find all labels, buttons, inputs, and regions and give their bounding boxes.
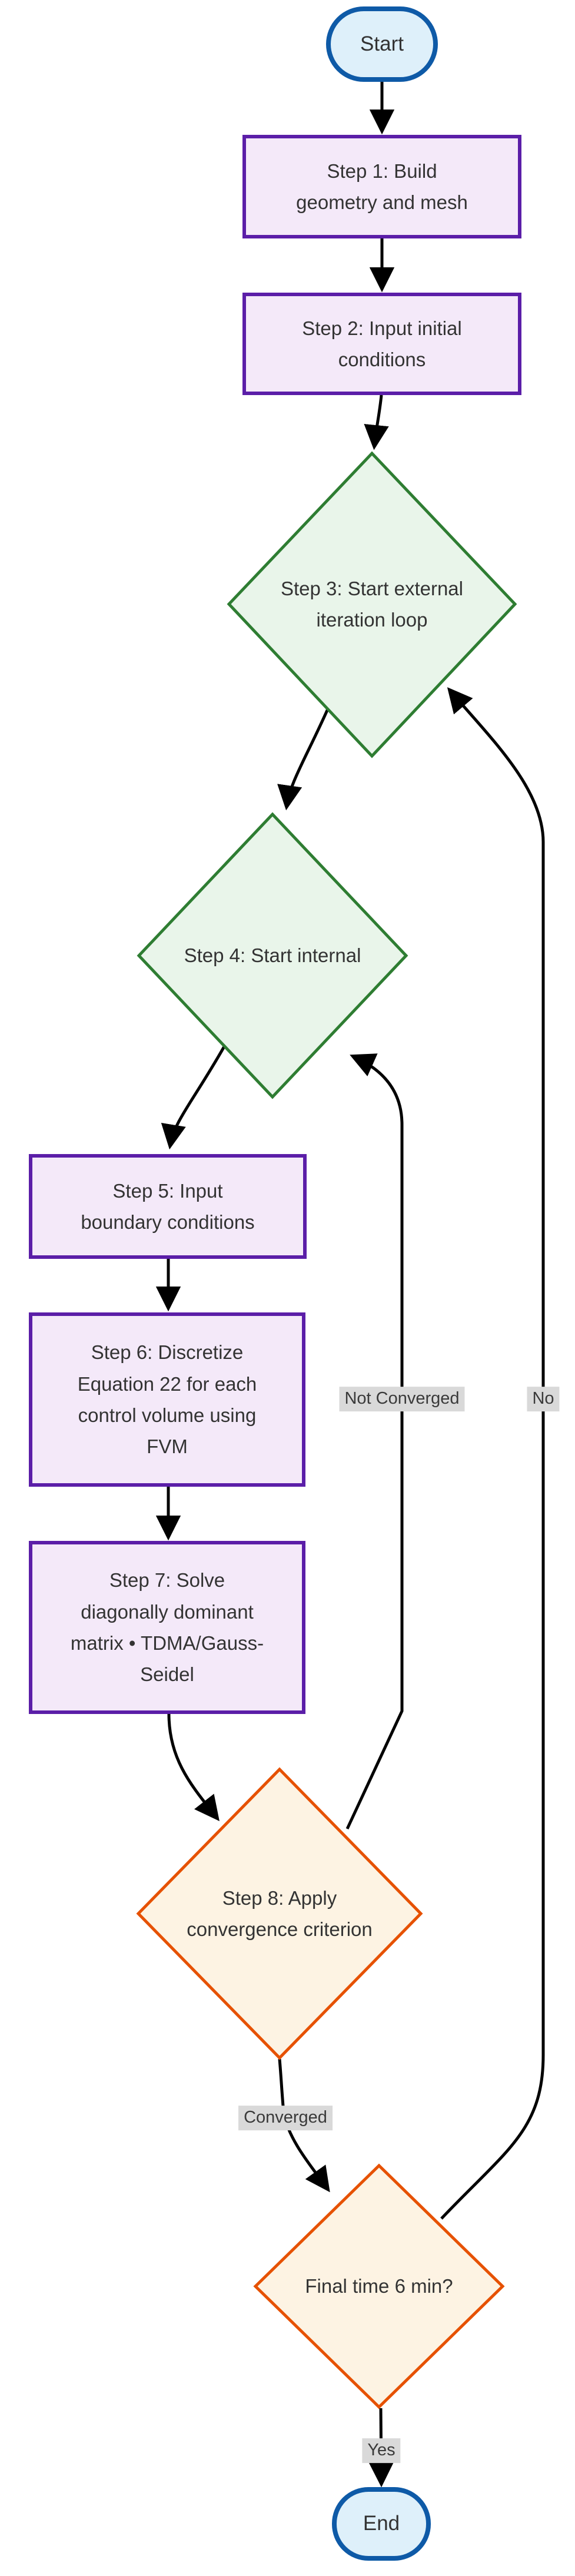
step6-process-shape (29, 1312, 305, 1487)
edge-step2-step3 (364, 394, 389, 450)
edge-step4-step5 (161, 1042, 228, 1150)
edge-final-step3-no (440, 687, 545, 2220)
end-terminator-shape (332, 2487, 431, 2561)
final-time-decision-shape (253, 2163, 505, 2409)
step7-process-shape (29, 1541, 305, 1714)
start-terminator-shape (326, 6, 438, 82)
step5-process-shape (29, 1154, 307, 1259)
edge-step3-step4 (277, 708, 330, 811)
step3-decision-shape (227, 451, 517, 758)
step4-decision-shape (137, 812, 408, 1099)
edge-step7-step8 (167, 1713, 220, 1822)
edge-step8-final-converged (278, 2058, 330, 2193)
step8-decision-shape (136, 1767, 423, 2060)
edge-step8-step4-not-converged (345, 1053, 404, 1830)
step2-process-shape (242, 293, 521, 395)
step1-process-shape (242, 135, 521, 238)
